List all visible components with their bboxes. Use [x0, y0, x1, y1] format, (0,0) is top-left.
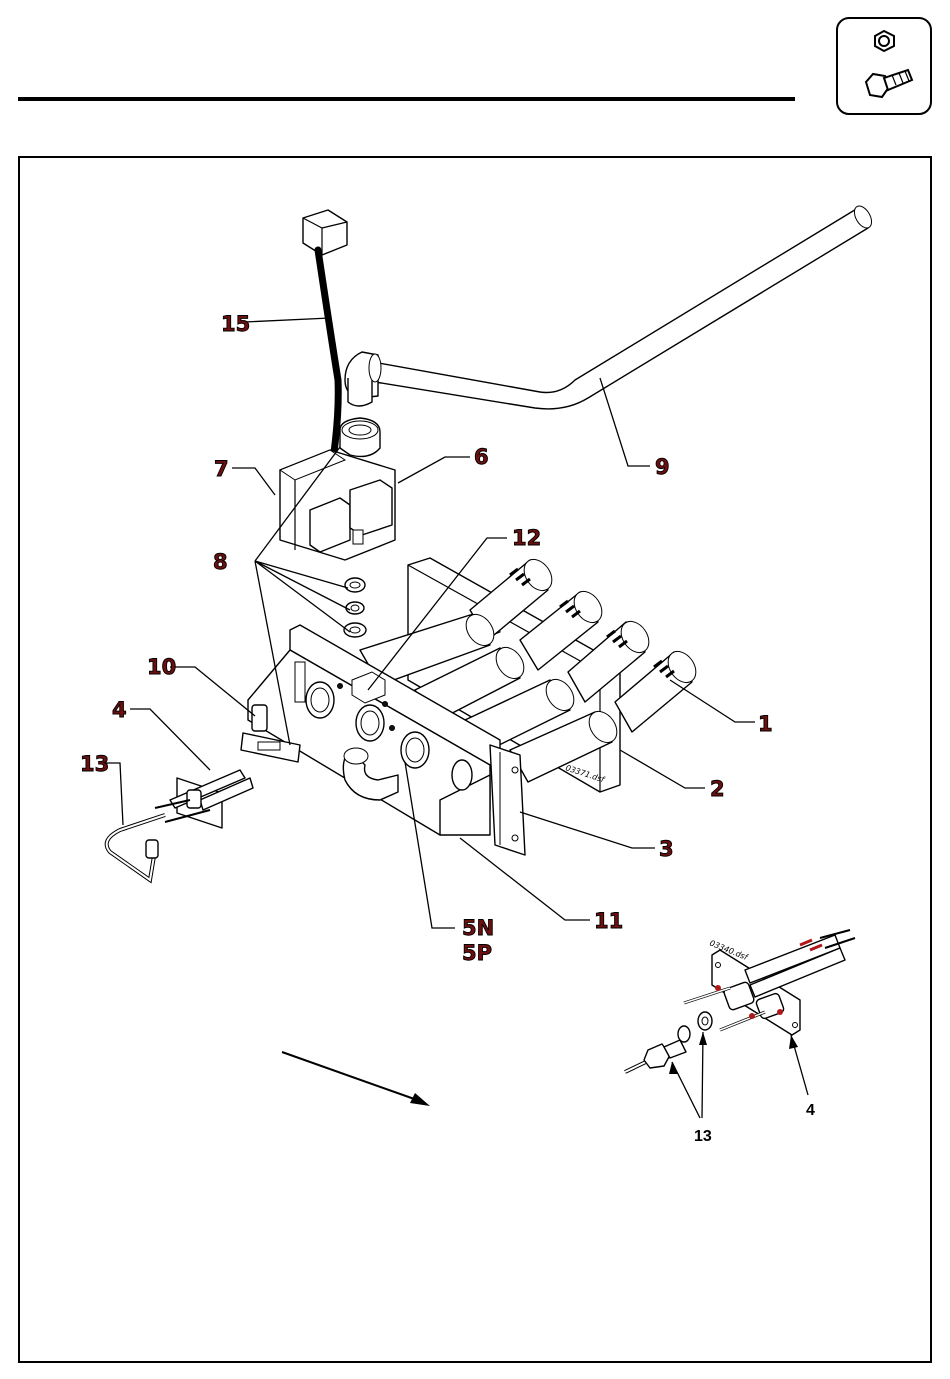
callout-3: 3	[659, 837, 674, 861]
callout-6: 6	[474, 445, 489, 469]
direction-arrow	[282, 1052, 430, 1106]
callout-9: 9	[655, 455, 670, 479]
detail-leader-lines	[669, 1032, 808, 1118]
callout-15: 15	[221, 312, 250, 336]
pilot-detail-view: 03340.dsf	[625, 930, 855, 1072]
gaskets	[344, 578, 366, 637]
callout-5p: 5P	[462, 941, 492, 965]
callout-12: 12	[512, 526, 541, 550]
callout-11: 11	[594, 909, 623, 933]
callout-13: 13	[80, 752, 109, 776]
callout-5n: 5N	[462, 916, 494, 940]
callout-4: 4	[112, 698, 127, 722]
callout-1: 1	[758, 712, 773, 736]
pilot-assembly	[155, 770, 253, 828]
callout-10: 10	[147, 655, 176, 679]
nut-and-bolt-icon	[837, 18, 931, 114]
gas-pipe	[345, 203, 875, 409]
detail-callout-13: 13	[694, 1128, 712, 1145]
callout-7: 7	[214, 457, 229, 481]
detail-callout-4: 4	[806, 1102, 815, 1119]
pilot-tube	[107, 815, 165, 880]
callout-8: 8	[213, 550, 228, 574]
callout-2: 2	[710, 777, 725, 801]
